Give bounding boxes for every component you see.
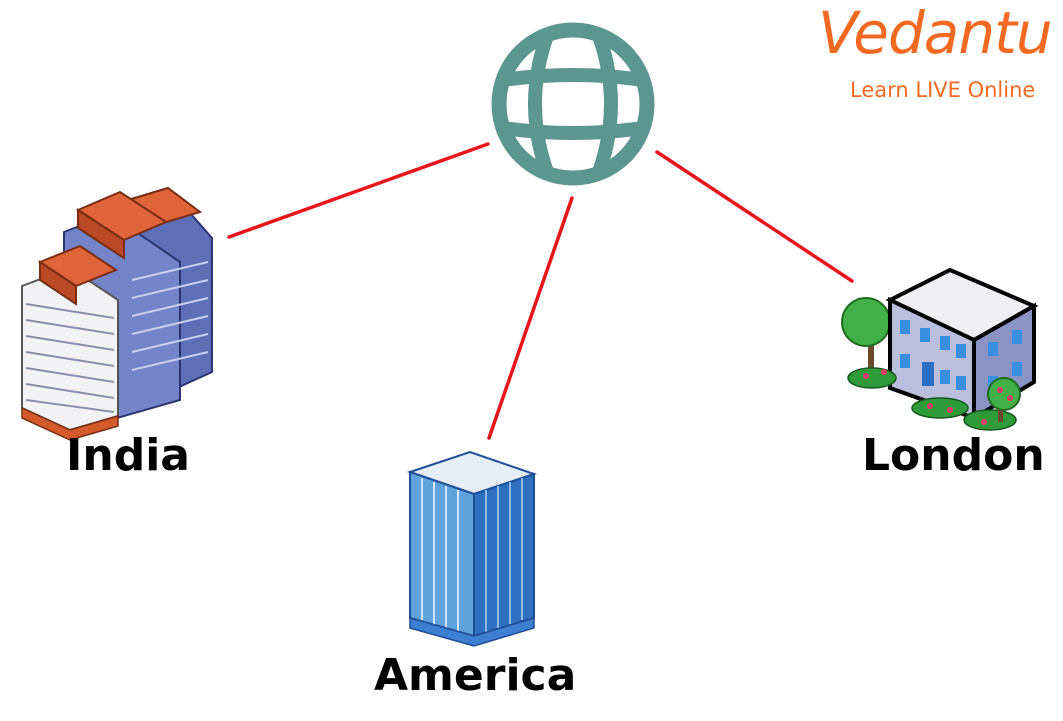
logo-tagline: Learn LIVE Online [850,78,1036,102]
link-hub-india [227,142,490,239]
skyscraper-icon [406,450,538,647]
node-label-america: America [374,650,577,701]
vedantu-logo: Vedantu [818,0,1053,67]
connection-lines [227,142,854,440]
node-label-london: London [862,430,1045,481]
apartment-building-icon [21,186,213,441]
link-hub-london [655,150,854,283]
house-with-trees-icon [841,267,1039,431]
node-label-india: India [66,430,190,481]
globe-icon [491,22,655,186]
link-hub-america [487,196,574,440]
